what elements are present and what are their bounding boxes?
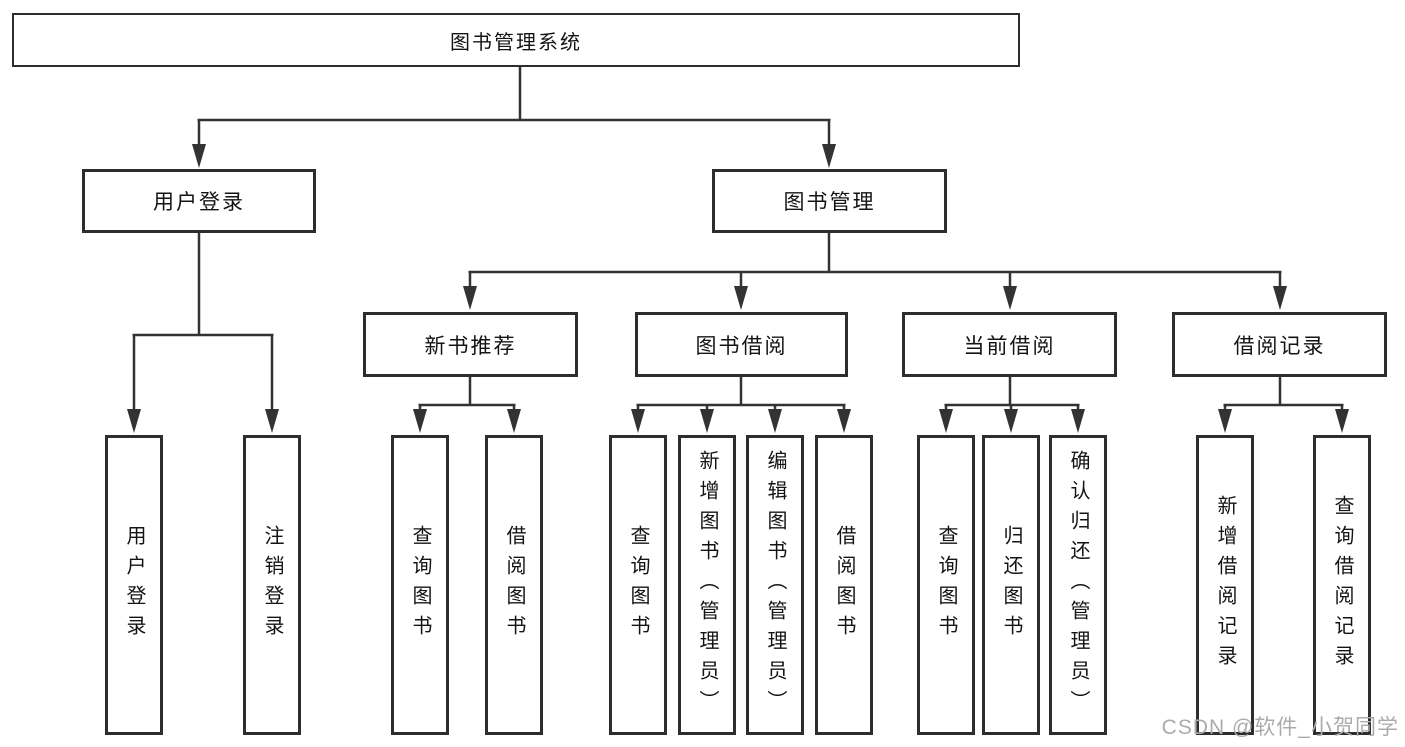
node-new-book-recommend: 新书推荐 bbox=[363, 312, 578, 377]
leaf-borrowing-borrow-books-label: 借阅图书 bbox=[833, 525, 855, 645]
leaf-logout-label: 注销登录 bbox=[261, 525, 283, 645]
leaf-add-borrow-record-label: 新增借阅记录 bbox=[1214, 495, 1236, 675]
leaf-add-books-admin-label: 新增图书（管理员） bbox=[696, 450, 718, 720]
leaf-logout: 注销登录 bbox=[243, 435, 301, 735]
leaf-user-login-label: 用户登录 bbox=[123, 525, 145, 645]
leaf-return-books: 归还图书 bbox=[982, 435, 1040, 735]
leaf-query-borrow-record: 查询借阅记录 bbox=[1313, 435, 1371, 735]
leaf-borrowing-query-books: 查询图书 bbox=[609, 435, 667, 735]
leaf-user-login: 用户登录 bbox=[105, 435, 163, 735]
csdn-watermark: CSDN @软件_小贺同学 bbox=[1161, 716, 1399, 739]
node-borrowing-records: 借阅记录 bbox=[1172, 312, 1387, 377]
leaf-current-query-books: 查询图书 bbox=[917, 435, 975, 735]
node-root-library-management-system: 图书管理系统 bbox=[12, 13, 1020, 67]
leaf-edit-books-admin: 编辑图书（管理员） bbox=[746, 435, 804, 735]
leaf-return-books-label: 归还图书 bbox=[1000, 525, 1022, 645]
leaf-edit-books-admin-label: 编辑图书（管理员） bbox=[764, 450, 786, 720]
node-user-login: 用户登录 bbox=[82, 169, 316, 233]
leaf-newbooks-borrow-books-label: 借阅图书 bbox=[503, 525, 525, 645]
leaf-add-books-admin: 新增图书（管理员） bbox=[678, 435, 736, 735]
leaf-borrowing-borrow-books: 借阅图书 bbox=[815, 435, 873, 735]
leaf-borrowing-query-books-label: 查询图书 bbox=[627, 525, 649, 645]
node-book-management: 图书管理 bbox=[712, 169, 947, 233]
leaf-newbooks-borrow-books: 借阅图书 bbox=[485, 435, 543, 735]
node-current-borrowing: 当前借阅 bbox=[902, 312, 1117, 377]
leaf-add-borrow-record: 新增借阅记录 bbox=[1196, 435, 1254, 735]
leaf-confirm-return-admin: 确认归还（管理员） bbox=[1049, 435, 1107, 735]
leaf-current-query-books-label: 查询图书 bbox=[935, 525, 957, 645]
leaf-newbooks-query-books: 查询图书 bbox=[391, 435, 449, 735]
leaf-confirm-return-admin-label: 确认归还（管理员） bbox=[1067, 450, 1089, 720]
leaf-query-borrow-record-label: 查询借阅记录 bbox=[1331, 495, 1353, 675]
leaf-newbooks-query-books-label: 查询图书 bbox=[409, 525, 431, 645]
node-book-borrowing: 图书借阅 bbox=[635, 312, 848, 377]
